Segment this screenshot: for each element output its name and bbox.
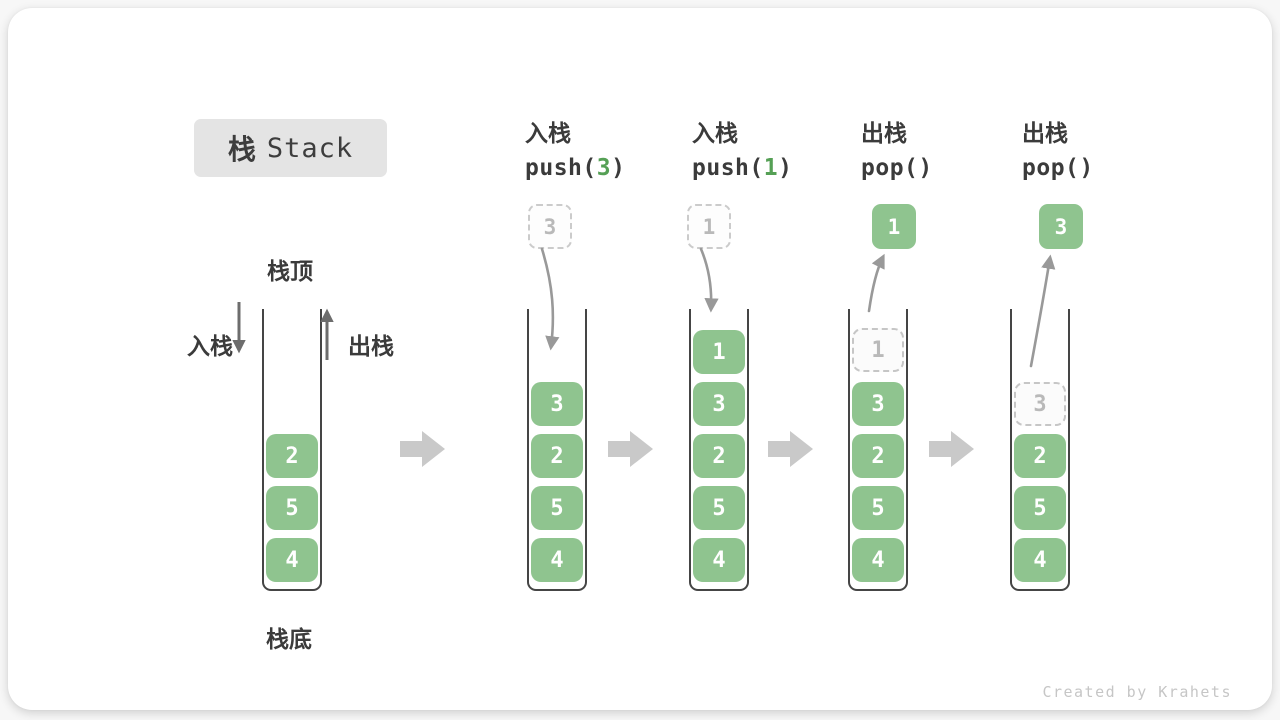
watermark-credit: Created by Krahets bbox=[1042, 683, 1232, 701]
stack-container-2 bbox=[527, 309, 587, 591]
stack-item: 2 bbox=[531, 434, 583, 478]
op-action: 入栈 bbox=[525, 121, 571, 147]
step-arrow bbox=[400, 431, 445, 467]
title-en: Stack bbox=[266, 132, 354, 164]
floating-value-popped: 1 bbox=[872, 204, 916, 249]
op-code: pop() bbox=[1022, 155, 1094, 181]
stack-item: 4 bbox=[1014, 538, 1066, 582]
label-pop: 出栈 bbox=[348, 334, 394, 360]
label-push: 入栈 bbox=[187, 334, 233, 360]
op-label-pop-3: 出栈 pop() bbox=[1022, 114, 1094, 181]
stack-item: 3 bbox=[852, 382, 904, 426]
step-arrow bbox=[768, 431, 813, 467]
floating-value-dashed: 3 bbox=[528, 204, 572, 249]
stack-item-ghost: 3 bbox=[1014, 382, 1066, 426]
push-arrow bbox=[699, 247, 719, 313]
stack-item: 5 bbox=[531, 486, 583, 530]
op-action: 入栈 bbox=[692, 121, 738, 147]
diagram-card: 栈 Stack 栈顶 栈底 入栈 出栈 入栈 push(3) 入栈 push(1… bbox=[8, 8, 1272, 710]
op-label-pop-1: 出栈 pop() bbox=[861, 114, 933, 181]
stack-item-ghost: 1 bbox=[852, 328, 904, 372]
stack-item: 3 bbox=[693, 382, 745, 426]
stack-item: 4 bbox=[693, 538, 745, 582]
op-label-push-3: 入栈 push(3) bbox=[525, 114, 625, 181]
diagram-title: 栈 Stack bbox=[194, 119, 387, 177]
op-code: push(3) bbox=[525, 155, 626, 181]
stack-container-4 bbox=[848, 309, 908, 591]
label-stack-bottom: 栈底 bbox=[266, 627, 312, 653]
title-zh: 栈 bbox=[227, 133, 256, 166]
stack-item: 5 bbox=[1014, 486, 1066, 530]
stack-item: 3 bbox=[531, 382, 583, 426]
step-arrow bbox=[929, 431, 974, 467]
stack-item: 2 bbox=[266, 434, 318, 478]
stack-item: 5 bbox=[266, 486, 318, 530]
floating-value-dashed: 1 bbox=[687, 204, 731, 249]
stack-container-5 bbox=[1010, 309, 1070, 591]
stack-item: 4 bbox=[531, 538, 583, 582]
op-code: push(1) bbox=[692, 155, 793, 181]
stack-item: 4 bbox=[852, 538, 904, 582]
stack-container-3 bbox=[689, 309, 749, 591]
stack-item: 2 bbox=[1014, 434, 1066, 478]
stack-item: 1 bbox=[693, 330, 745, 374]
op-action: 出栈 bbox=[861, 121, 907, 147]
stack-item: 4 bbox=[266, 538, 318, 582]
stack-item: 5 bbox=[852, 486, 904, 530]
stack-container-1 bbox=[262, 309, 322, 591]
op-action: 出栈 bbox=[1022, 121, 1068, 147]
pop-arrow bbox=[867, 253, 885, 313]
label-stack-top: 栈顶 bbox=[267, 259, 313, 285]
step-arrow bbox=[608, 431, 653, 467]
stack-item: 5 bbox=[693, 486, 745, 530]
op-code: pop() bbox=[861, 155, 933, 181]
floating-value-popped: 3 bbox=[1039, 204, 1083, 249]
stack-item: 2 bbox=[852, 434, 904, 478]
stack-item: 2 bbox=[693, 434, 745, 478]
op-label-push-1: 入栈 push(1) bbox=[692, 114, 792, 181]
